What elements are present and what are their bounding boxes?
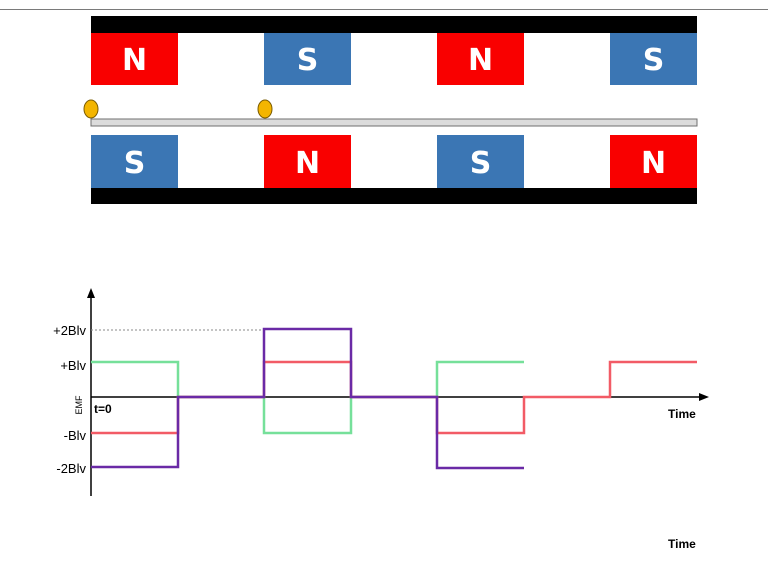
- ball-1: [83, 99, 99, 119]
- y-tick-plus-2blv: +2Blv: [53, 323, 86, 338]
- y-tick-minus-2blv: -2Blv: [56, 461, 86, 476]
- emf-graph: +2Blv +Blv -Blv -2Blv EMF t=0 Time Time: [53, 288, 709, 551]
- x-axis-arrow: [699, 393, 709, 401]
- top-magnet-3-label: N: [468, 43, 493, 78]
- bottom-magnet-1-label: S: [124, 146, 146, 181]
- green-emf-series: [91, 360, 524, 435]
- bottom-magnet-1: [91, 135, 178, 188]
- top-magnet-4: [610, 33, 697, 85]
- ball-2: [257, 99, 273, 119]
- magnet-assembly: N S N S S N S N: [83, 16, 698, 204]
- y-tick-plus-blv: +Blv: [60, 358, 86, 373]
- bottom-magnet-4-label: N: [641, 146, 666, 181]
- bottom-time-label: Time: [668, 537, 696, 551]
- y-tick-minus-blv: -Blv: [64, 428, 87, 443]
- purple-emf-series: [91, 327, 524, 470]
- bottom-magnet-2-label: N: [295, 146, 320, 181]
- origin-label: t=0: [94, 402, 112, 416]
- x-axis-label: Time: [668, 407, 696, 421]
- bottom-magnet-3-label: S: [470, 146, 492, 181]
- bottom-rail: [91, 188, 697, 204]
- bottom-magnet-4: [610, 135, 697, 188]
- top-divider: [0, 9, 768, 10]
- bottom-magnet-3: [437, 135, 524, 188]
- top-rail: [91, 16, 697, 33]
- top-magnet-2-label: S: [297, 43, 319, 78]
- bottom-magnet-2: [264, 135, 351, 188]
- conductor-bar: [90, 118, 698, 127]
- y-axis-arrow: [87, 288, 95, 298]
- y-axis-label: EMF: [74, 395, 84, 415]
- top-magnet-1: [91, 33, 178, 85]
- top-magnet-4-label: S: [643, 43, 665, 78]
- top-magnet-2: [264, 33, 351, 85]
- top-magnet-3: [437, 33, 524, 85]
- top-magnet-1-label: N: [122, 43, 147, 78]
